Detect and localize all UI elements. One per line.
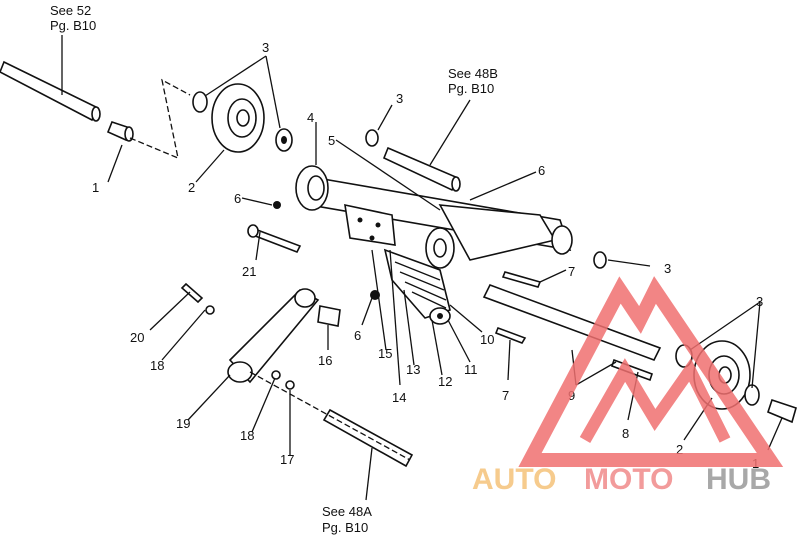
washer-3-upper-a: [192, 91, 208, 113]
callout-2: 2: [188, 180, 195, 195]
callout-3: 3: [396, 91, 403, 106]
reference-see-52: See 52 Pg. B10: [50, 3, 96, 33]
callout-7: 7: [568, 264, 575, 279]
bolt-7-b: [494, 326, 527, 344]
callout-18: 18: [150, 358, 164, 373]
callout-1: 1: [92, 180, 99, 195]
shaft-48a: [322, 408, 414, 468]
svg-text:Pg. B10: Pg. B10: [448, 81, 494, 96]
callout-2: 2: [676, 442, 683, 457]
callout-19: 19: [176, 416, 190, 431]
callout-4: 4: [307, 110, 314, 125]
callout-13: 13: [406, 362, 420, 377]
bolt-7-a: [501, 271, 542, 288]
callout-12: 12: [438, 374, 452, 389]
watermark-auto: AUTO: [472, 463, 556, 496]
callout-8: 8: [622, 426, 629, 441]
bushing-1-right: [767, 398, 797, 424]
callout-6: 6: [354, 328, 361, 343]
callout-14: 14: [392, 390, 406, 405]
callout-3: 3: [756, 294, 763, 309]
callout-18: 18: [240, 428, 254, 443]
shaft-48b: [365, 129, 461, 192]
svg-text:See 52: See 52: [50, 3, 91, 18]
watermark-moto: MOTO: [584, 463, 673, 496]
lower-link-assembly: [180, 282, 414, 468]
washer-18-a: [205, 305, 215, 315]
reference-see-48a: See 48A Pg. B10: [322, 504, 372, 535]
reference-see-48b: See 48B Pg. B10: [448, 66, 498, 96]
washer-17: [285, 380, 295, 390]
callout-5: 5: [328, 133, 335, 148]
washer-3-mid: [593, 251, 607, 269]
svg-text:See 48B: See 48B: [448, 66, 498, 81]
mount-plate-15: [344, 203, 396, 246]
callout-17: 17: [280, 452, 294, 467]
washer-18-b: [271, 370, 281, 380]
callout-3: 3: [262, 40, 269, 55]
upper-left-shaft: [0, 60, 100, 122]
automotohub-watermark: AUTO MOTO HUB: [472, 276, 784, 496]
washer-3-48b: [365, 129, 379, 147]
callout-20: 20: [130, 330, 144, 345]
rear-arm-assembly: [295, 165, 573, 325]
rear-shaft-48b: [382, 146, 460, 192]
nut-6-a: [273, 201, 281, 209]
svg-text:Pg. B10: Pg. B10: [50, 18, 96, 33]
bolt-20: [180, 282, 204, 304]
callout-6: 6: [538, 163, 545, 178]
svg-text:Pg. B10: Pg. B10: [322, 520, 368, 535]
callout-6: 6: [234, 191, 241, 206]
callout-15: 15: [378, 346, 392, 361]
callout-16: 16: [318, 353, 332, 368]
callout-21: 21: [242, 264, 256, 279]
arm-bracket-5: [438, 204, 557, 261]
callout-10: 10: [480, 332, 494, 347]
bushing-16: [317, 305, 341, 327]
callout-lines: [61, 35, 783, 501]
upper-shaft-assembly: [0, 60, 293, 160]
watermark-hub: HUB: [706, 463, 771, 496]
callout-3: 3: [664, 261, 671, 276]
watermark-triangle-logo: [518, 276, 784, 467]
callout-7: 7: [502, 388, 509, 403]
svg-text:See 48A: See 48A: [322, 504, 372, 519]
callout-11: 11: [464, 362, 478, 377]
